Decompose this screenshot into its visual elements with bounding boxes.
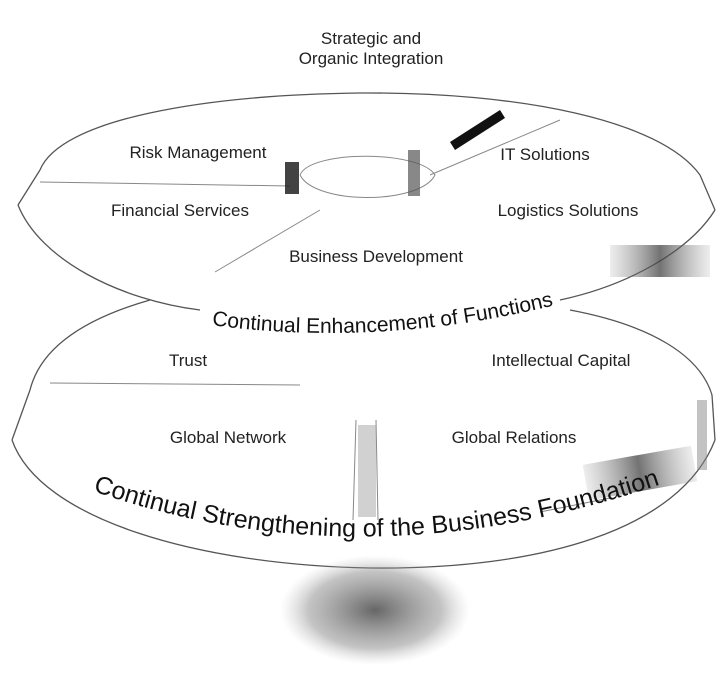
lower-ring-center-post-shade bbox=[358, 425, 376, 517]
upper-ring-bottom-edge bbox=[17, 204, 201, 311]
lower-ring-inner-divider-right bbox=[539, 497, 611, 513]
label-intellectual-capital: Intellectual Capital bbox=[492, 351, 631, 370]
upper-ring-inner-divider-bottom bbox=[214, 209, 321, 273]
lower-ring bbox=[11, 299, 716, 569]
upper-ring-inner-divider-left bbox=[39, 181, 291, 187]
upper-ring bbox=[17, 92, 716, 311]
label-risk-management: Risk Management bbox=[129, 143, 266, 162]
lower-ring-side-right bbox=[711, 394, 716, 441]
upper-ring-arc-text: Continual Enhancement of Functions bbox=[211, 288, 555, 338]
upper-ring-shadow-top bbox=[450, 110, 505, 150]
lower-ring-top-edge-left bbox=[29, 299, 151, 391]
upper-ring-side-left bbox=[17, 169, 41, 206]
label-business-development: Business Development bbox=[289, 247, 463, 266]
label-it-solutions: IT Solutions bbox=[500, 145, 589, 164]
lower-ring-top-edge-right bbox=[569, 309, 713, 396]
upper-ring-inner-divider-right bbox=[429, 119, 561, 176]
label-logistics-solutions: Logistics Solutions bbox=[498, 201, 639, 220]
label-financial-services: Financial Services bbox=[111, 201, 249, 220]
lower-ring-edge-right-band bbox=[697, 400, 707, 470]
upper-ring-inner-hole bbox=[299, 155, 436, 198]
base-shadow bbox=[280, 555, 470, 665]
lower-ring-side-left bbox=[11, 389, 31, 441]
label-global-relations: Global Relations bbox=[452, 428, 577, 447]
upper-ring-shadow-left bbox=[285, 162, 299, 194]
label-trust: Trust bbox=[169, 351, 207, 370]
lower-ring-center-post-left bbox=[352, 419, 357, 521]
lower-ring-arc-text: Continual Strengthening of the Business … bbox=[91, 464, 662, 543]
upper-ring-shadow-right bbox=[610, 245, 710, 277]
top-title-line2: Organic Integration bbox=[299, 49, 444, 68]
lower-ring-shadow-right bbox=[582, 445, 698, 501]
lower-ring-inner-divider-left bbox=[49, 382, 301, 386]
upper-ring-top-edge bbox=[39, 92, 701, 176]
label-global-network: Global Network bbox=[170, 428, 287, 447]
upper-ring-side-right bbox=[699, 174, 716, 211]
top-title-line1: Strategic and bbox=[321, 29, 421, 48]
lower-ring-center-post-right bbox=[375, 419, 379, 521]
upper-ring-shadow-center bbox=[408, 150, 420, 196]
